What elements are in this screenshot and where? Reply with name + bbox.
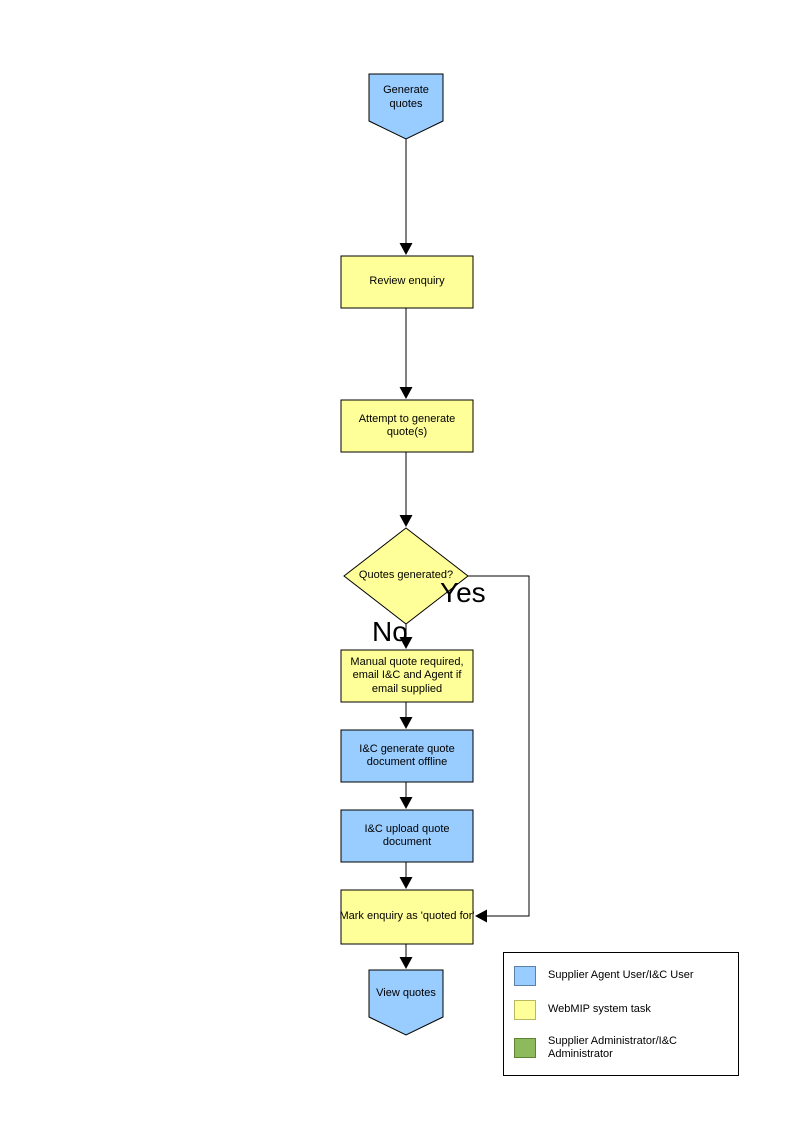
arrowhead-down-icon <box>399 515 413 527</box>
upload-node-shape <box>340 809 474 863</box>
blue-swatch-icon <box>514 966 536 986</box>
legend-item-supplier-agent: Supplier Agent User/I&C User <box>514 966 728 986</box>
arrowhead-down-icon <box>399 637 413 649</box>
start-node-shape <box>368 73 444 140</box>
end-node-shape <box>368 969 444 1036</box>
legend-label: WebMIP system task <box>548 1003 651 1016</box>
green-swatch-icon <box>514 1038 536 1059</box>
legend-item-supplier-admin: Supplier Administrator/I&C Administrator <box>514 1035 728 1063</box>
mark-node-shape <box>340 889 474 945</box>
arrowhead-down-icon <box>399 387 413 399</box>
attempt-node-shape <box>340 399 474 453</box>
decision-node-shape <box>343 527 469 625</box>
arrowhead-down-icon <box>399 877 413 889</box>
legend-label: Supplier Agent User/I&C User <box>548 969 694 982</box>
review-node-shape <box>340 255 474 309</box>
arrowhead-left-icon <box>475 909 487 923</box>
manual-node-shape <box>340 649 474 703</box>
generate-offline-node-shape <box>340 729 474 783</box>
legend-label: Supplier Administrator/I&C Administrator <box>548 1034 677 1061</box>
arrowhead-down-icon <box>399 717 413 729</box>
arrowhead-down-icon <box>399 243 413 255</box>
legend-item-webmip-task: WebMIP system task <box>514 1000 728 1021</box>
connector-yes-branch <box>468 575 530 917</box>
arrowhead-down-icon <box>399 957 413 969</box>
yellow-swatch-icon <box>514 1000 536 1021</box>
arrowhead-down-icon <box>399 797 413 809</box>
legend-box: Supplier Agent User/I&C User WebMIP syst… <box>503 952 739 1076</box>
